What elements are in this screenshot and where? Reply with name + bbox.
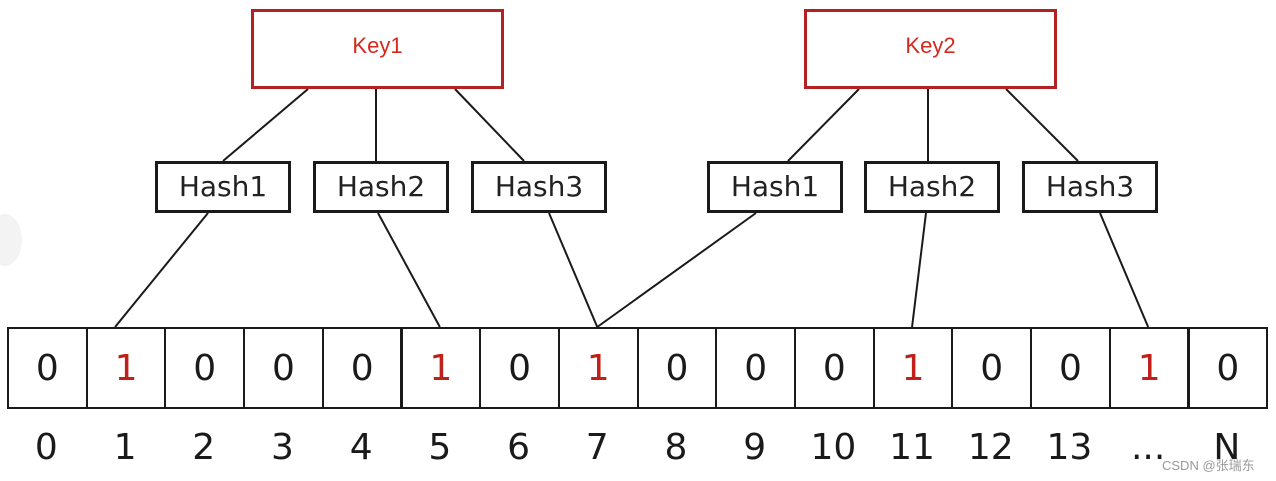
connector-line xyxy=(911,212,927,328)
bit-cell: 0 xyxy=(636,327,718,409)
connector-line xyxy=(787,88,860,162)
connector-line xyxy=(596,212,757,328)
index-label: 8 xyxy=(664,427,688,468)
hash-label: Hash3 xyxy=(1045,169,1135,203)
bit-cell: 0 xyxy=(243,327,324,409)
index-label: 6 xyxy=(507,427,530,468)
bit-cell: 0 xyxy=(1187,327,1269,409)
bit-cell: 0 xyxy=(1030,327,1111,409)
hash-label: Hash1 xyxy=(178,169,268,203)
bit-cell: 0 xyxy=(7,327,88,409)
index-label: 7 xyxy=(585,427,609,468)
connector-line xyxy=(454,88,525,162)
index-label: 2 xyxy=(192,427,216,468)
bit-cell: 0 xyxy=(794,327,875,409)
key1-box: Key1 xyxy=(251,9,504,89)
hash-label: Hash2 xyxy=(336,169,426,203)
connector-line xyxy=(1005,88,1079,162)
hash-label: Hash1 xyxy=(730,169,820,203)
index-label: 5 xyxy=(428,427,452,468)
bit-cell: 0 xyxy=(164,327,246,409)
index-label: 4 xyxy=(349,427,373,468)
hash1-box-key2: Hash1 xyxy=(707,161,843,213)
index-label: 11 xyxy=(889,427,935,468)
connector-line xyxy=(114,212,209,328)
bit-cell: 0 xyxy=(321,327,403,409)
key2-box: Key2 xyxy=(804,9,1057,89)
index-label: 10 xyxy=(810,427,857,468)
hash-label: Hash2 xyxy=(887,169,977,203)
bit-cell: 1 xyxy=(1108,327,1190,409)
index-label: 3 xyxy=(270,427,294,468)
edge-shadow xyxy=(0,214,22,266)
bit-cell: 0 xyxy=(951,327,1033,409)
index-label: 9 xyxy=(743,427,767,468)
hash3-box-key2: Hash3 xyxy=(1022,161,1158,213)
bit-cell: 0 xyxy=(479,327,560,409)
bit-cell: 0 xyxy=(715,327,796,409)
key2-label: Key2 xyxy=(905,33,956,58)
hash1-box-key1: Hash1 xyxy=(155,161,291,213)
watermark: CSDN @张瑞东 xyxy=(1162,458,1255,473)
bit-cell: 1 xyxy=(85,327,167,409)
connector-line xyxy=(548,212,599,328)
hash3-box-key1: Hash3 xyxy=(471,161,607,213)
bit-cell: 1 xyxy=(557,327,639,409)
index-label: N xyxy=(1213,427,1241,468)
index-label: 13 xyxy=(1046,427,1093,468)
index-label: 12 xyxy=(967,427,1014,468)
key1-label: Key1 xyxy=(352,33,403,58)
connector-line xyxy=(222,88,309,162)
bit-cell: 1 xyxy=(872,327,954,409)
index-label: 1 xyxy=(113,427,137,468)
connector-line xyxy=(377,212,441,328)
hash2-box-key2: Hash2 xyxy=(864,161,1000,213)
hash2-box-key1: Hash2 xyxy=(313,161,449,213)
index-label: 0 xyxy=(34,427,58,468)
hash-label: Hash3 xyxy=(494,169,584,203)
bit-cell: 1 xyxy=(400,327,482,409)
index-label: ... xyxy=(1130,427,1166,468)
connector-line xyxy=(1099,212,1150,328)
